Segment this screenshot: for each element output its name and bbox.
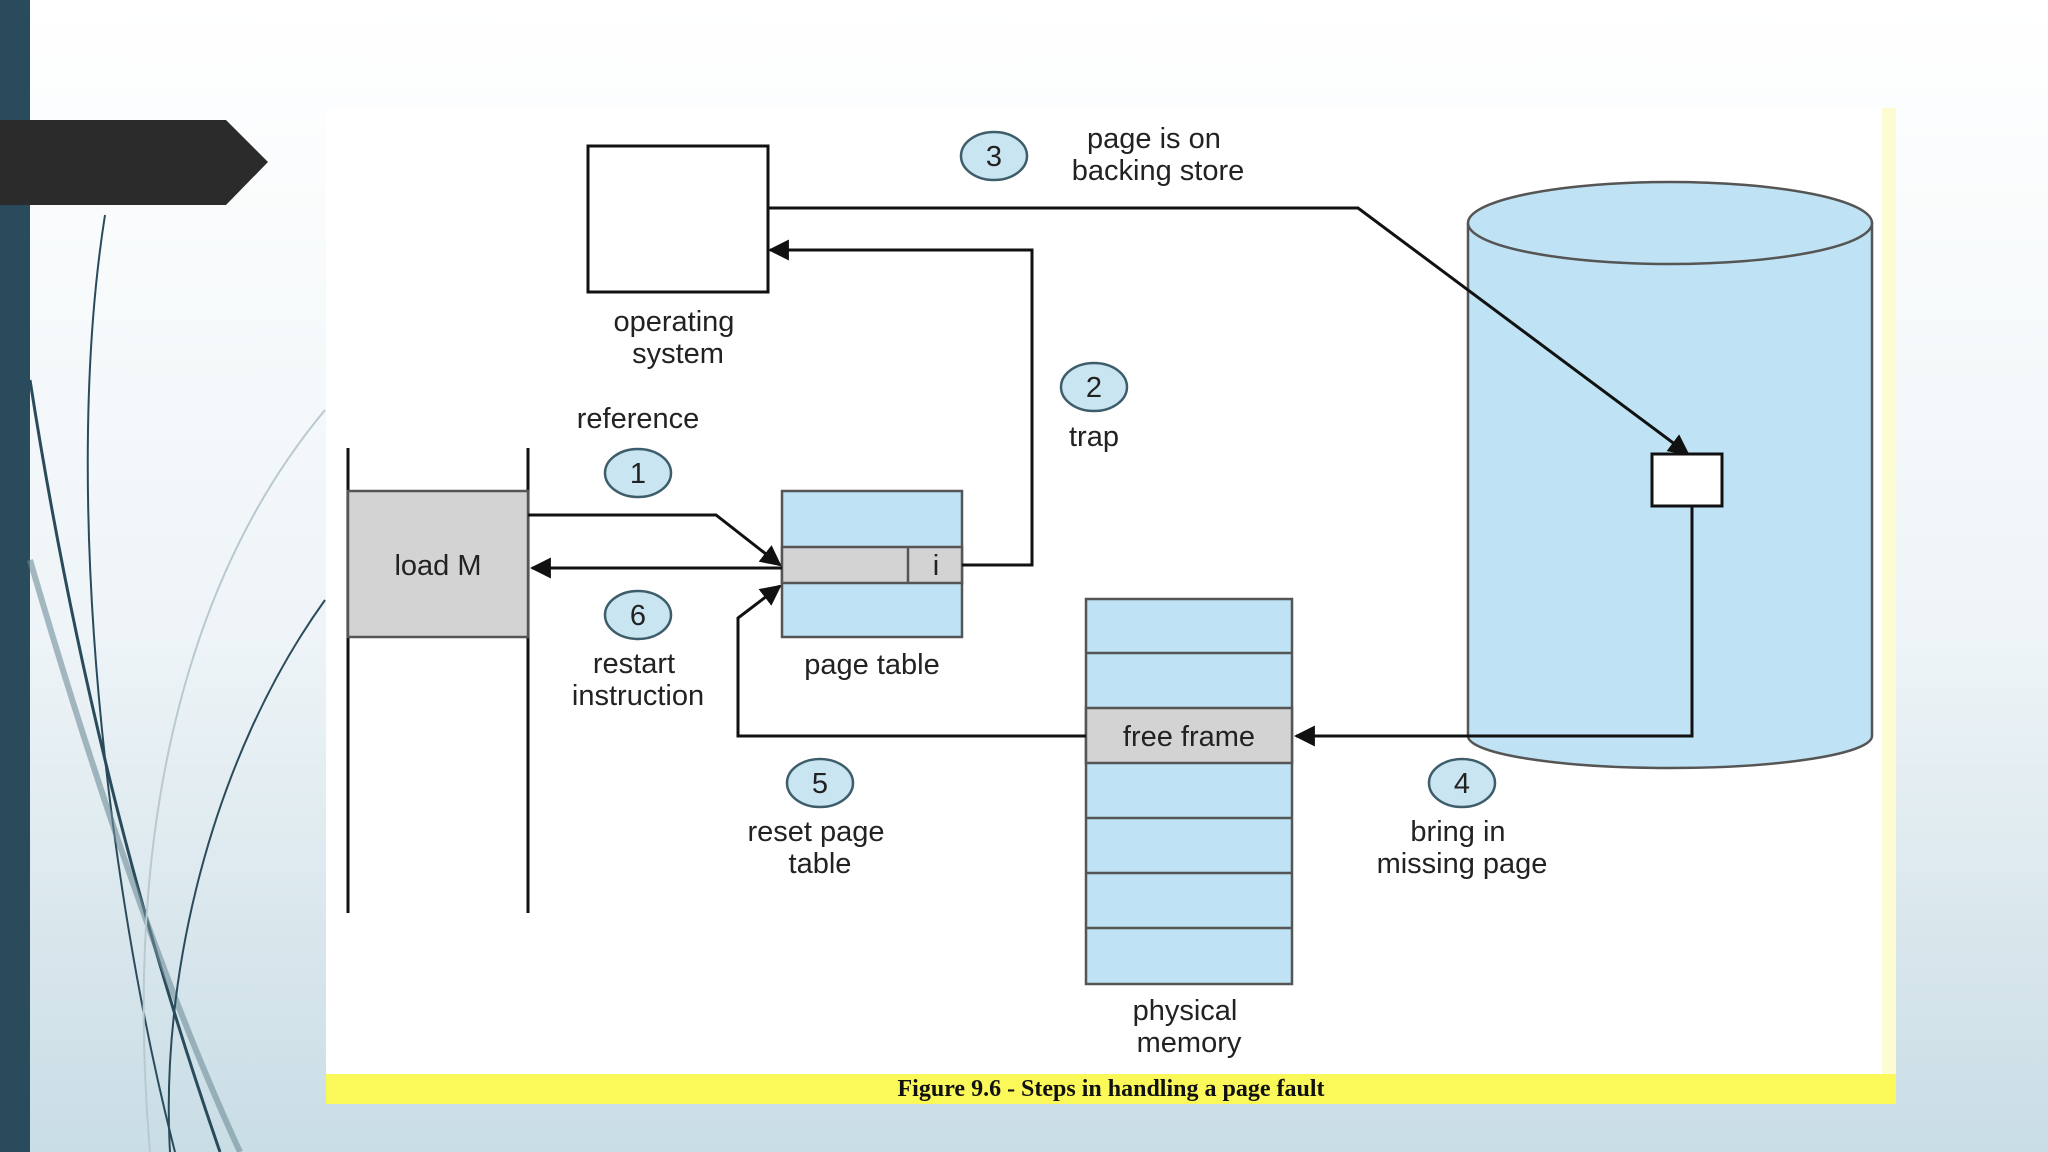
missing-page-block — [1650, 452, 1724, 508]
free-frame-label: free frame — [1123, 721, 1255, 753]
svg-text:5: 5 — [812, 768, 828, 800]
load-instruction-box — [346, 489, 530, 639]
bring-in-arrow — [1293, 506, 1694, 747]
reference-label: reference — [577, 403, 700, 435]
reference-arrow — [528, 513, 782, 567]
title-tab — [0, 120, 268, 205]
operating-system-box — [586, 144, 770, 294]
page-fault-figure: operating system load M i page table f — [326, 108, 1896, 1104]
svg-text:4: 4 — [1454, 768, 1470, 800]
bring-in-missing-page-label: bring in missing page — [1377, 816, 1548, 880]
svg-text:6: 6 — [630, 600, 646, 632]
svg-text:2: 2 — [1086, 372, 1102, 404]
operating-system-label: operating system — [614, 306, 743, 370]
physical-memory-label: physical memory — [1133, 995, 1246, 1059]
caption-band: Figure 9.6 - Steps in handling a page fa… — [326, 1074, 1896, 1104]
reset-page-table-label: reset page table — [747, 816, 892, 880]
step-4-badge: 4 — [1427, 757, 1497, 809]
trap-label: trap — [1069, 421, 1119, 453]
page-table-label: page table — [804, 649, 939, 681]
figure-edge-strip — [1882, 108, 1896, 1074]
figure-caption: Figure 9.6 - Steps in handling a page fa… — [897, 1076, 1325, 1102]
step-6-badge: 6 — [603, 589, 673, 641]
trap-arrow — [767, 239, 1034, 567]
load-instruction-label: load M — [394, 550, 481, 582]
physical-memory — [1084, 597, 1294, 986]
backing-store-label: page is on backing store — [1072, 123, 1245, 187]
page-table-entry — [780, 545, 964, 585]
svg-text:3: 3 — [986, 141, 1002, 173]
decorative-swoosh — [27, 214, 326, 1152]
invalid-bit: i — [933, 550, 939, 582]
step-1-badge: 1 — [603, 447, 673, 499]
step-2-badge: 2 — [1059, 361, 1129, 413]
arrow-to-backing-store — [768, 206, 1690, 456]
svg-text:1: 1 — [630, 458, 646, 490]
step-5-badge: 5 — [785, 757, 855, 809]
reset-page-table-arrow — [736, 584, 1086, 738]
page-fault-diagram: operating system load M i page table f — [346, 123, 1874, 1059]
step-3-badge: 3 — [959, 130, 1029, 182]
restart-instruction-label: restart instruction — [572, 648, 704, 712]
